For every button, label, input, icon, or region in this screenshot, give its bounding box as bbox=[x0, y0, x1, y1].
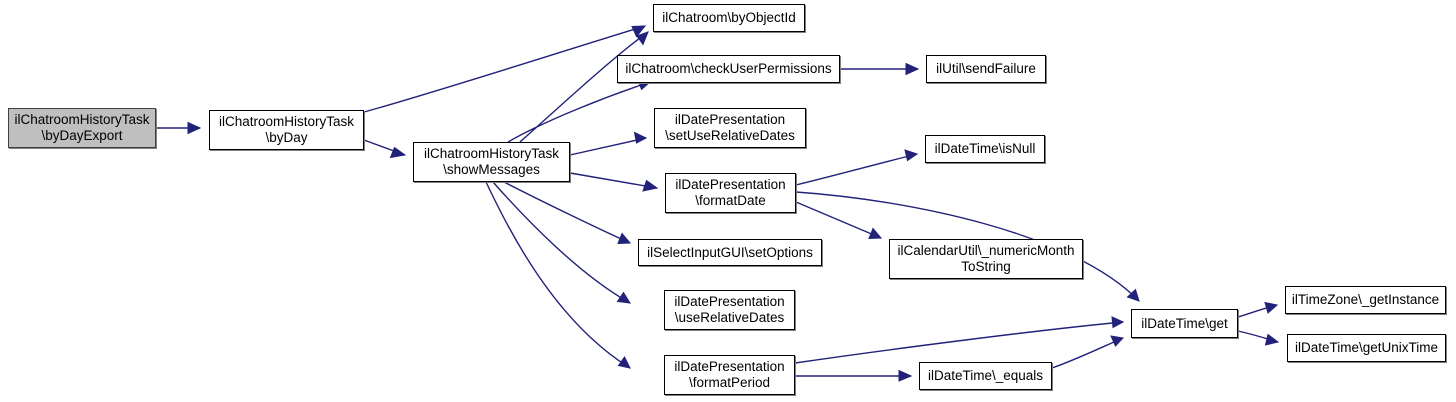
arrowhead-showMessages-to-setUseRelativeDates bbox=[633, 131, 648, 144]
arrowhead-formatDate-to-isNull bbox=[904, 149, 919, 162]
graph-node-label: ilUtil\sendFailure bbox=[936, 61, 1036, 76]
graph-node-label: ilChatroom\checkUserPermissions bbox=[625, 61, 832, 76]
graph-node-formatDate[interactable]: ilDatePresentation \formatDate bbox=[665, 173, 796, 213]
graph-node-label: ilCalendarUtil\_numericMonth ToString bbox=[897, 243, 1075, 274]
graph-node-getUnixTime[interactable]: ilDateTime\getUnixTime bbox=[1287, 334, 1446, 362]
arrowhead-formatPeriod-to-dateTimeGet bbox=[1111, 316, 1125, 329]
arrowhead-byDayExport-to-byDay bbox=[187, 121, 202, 135]
edge-showMessages-to-checkUserPermissions bbox=[507, 81, 651, 143]
edge-showMessages-to-formatPeriod bbox=[485, 181, 631, 369]
graph-node-label: ilChatroom\byObjectId bbox=[662, 10, 796, 25]
graph-node-label: ilSelectInputGUI\setOptions bbox=[647, 244, 813, 260]
graph-node-isNull[interactable]: ilDateTime\isNull bbox=[925, 135, 1045, 163]
arrowhead-showMessages-to-useRelativeDates bbox=[616, 291, 631, 304]
graph-node-setOptions[interactable]: ilSelectInputGUI\setOptions bbox=[638, 239, 822, 266]
arrowhead-showMessages-to-formatPeriod bbox=[617, 356, 631, 369]
graph-node-label: ilDateTime\getUnixTime bbox=[1294, 340, 1439, 355]
graph-node-label: ilDateTime\isNull bbox=[934, 141, 1036, 156]
graph-node-dateTimeGet[interactable]: ilDateTime\get bbox=[1131, 309, 1238, 338]
graph-node-byDayExport[interactable]: ilChatroomHistoryTask \byDayExport bbox=[8, 108, 156, 148]
graph-node-setUseRelativeDates[interactable]: ilDatePresentation \setUseRelativeDates bbox=[654, 108, 806, 148]
arrowhead-byDay-to-byObjectId bbox=[631, 25, 647, 38]
edge-formatDate-to-isNull bbox=[795, 153, 918, 186]
graph-node-label: ilDateTime\_equals bbox=[927, 368, 1044, 383]
graph-node-label: ilDatePresentation \useRelativeDates bbox=[674, 294, 785, 325]
arrowhead-byDay-to-showMessages bbox=[389, 146, 407, 159]
graph-node-label: ilChatroomHistoryTask \byDayExport bbox=[14, 112, 150, 143]
edge-formatDate-to-numericMonthToString bbox=[795, 201, 882, 239]
graph-node-label: ilDateTime\get bbox=[1141, 315, 1228, 331]
graph-node-label: ilDatePresentation \setUseRelativeDates bbox=[665, 112, 795, 143]
graph-node-formatPeriod[interactable]: ilDatePresentation \formatPeriod bbox=[664, 355, 795, 395]
arrowhead-formatPeriod-to-equals bbox=[898, 369, 913, 382]
graph-node-label: ilDatePresentation \formatDate bbox=[675, 177, 786, 208]
edge-formatDate-to-dateTimeGet bbox=[795, 191, 1140, 302]
arrowhead-checkUserPermissions-to-sendFailure bbox=[905, 62, 920, 76]
edge-equals-to-dateTimeGet bbox=[1051, 337, 1124, 369]
graph-node-byDay[interactable]: ilChatroomHistoryTask \byDay bbox=[209, 110, 364, 150]
arrowhead-formatDate-to-numericMonthToString bbox=[868, 227, 883, 240]
arrowhead-showMessages-to-byObjectId bbox=[636, 31, 649, 46]
graph-node-numericMonthToString[interactable]: ilCalendarUtil\_numericMonth ToString bbox=[889, 239, 1083, 279]
graph-node-label: ilTimeZone\_getInstance bbox=[1291, 292, 1440, 307]
arrowhead-formatDate-to-dateTimeGet bbox=[1126, 288, 1140, 302]
edge-showMessages-to-setOptions bbox=[503, 181, 631, 244]
edge-showMessages-to-formatDate bbox=[569, 172, 658, 189]
edge-formatPeriod-to-dateTimeGet bbox=[794, 321, 1124, 364]
graph-node-useRelativeDates[interactable]: ilDatePresentation \useRelativeDates bbox=[664, 290, 795, 330]
edge-showMessages-to-byObjectId bbox=[519, 31, 649, 143]
graph-node-label: ilDatePresentation \formatPeriod bbox=[674, 359, 785, 390]
arrowhead-dateTimeGet-to-getInstance bbox=[1264, 301, 1279, 314]
arrowhead-dateTimeGet-to-getUnixTime bbox=[1264, 333, 1280, 346]
graph-node-checkUserPermissions[interactable]: ilChatroom\checkUserPermissions bbox=[617, 55, 840, 83]
edge-byDay-to-byObjectId bbox=[363, 25, 646, 113]
arrowhead-showMessages-to-setOptions bbox=[617, 232, 632, 245]
graph-node-equals[interactable]: ilDateTime\_equals bbox=[919, 362, 1052, 390]
graph-node-byObjectId[interactable]: ilChatroom\byObjectId bbox=[653, 4, 805, 32]
graph-node-sendFailure[interactable]: ilUtil\sendFailure bbox=[926, 55, 1046, 83]
arrowhead-equals-to-dateTimeGet bbox=[1110, 335, 1125, 347]
graph-node-label: ilChatroomHistoryTask \showMessages bbox=[423, 146, 560, 177]
graph-node-getInstance[interactable]: ilTimeZone\_getInstance bbox=[1285, 286, 1446, 314]
edge-showMessages-to-useRelativeDates bbox=[492, 181, 631, 304]
edge-showMessages-to-setUseRelativeDates bbox=[569, 137, 647, 156]
graph-node-label: ilChatroomHistoryTask \byDay bbox=[218, 114, 355, 145]
graph-node-showMessages[interactable]: ilChatroomHistoryTask \showMessages bbox=[413, 142, 570, 182]
arrowhead-showMessages-to-formatDate bbox=[642, 179, 659, 192]
